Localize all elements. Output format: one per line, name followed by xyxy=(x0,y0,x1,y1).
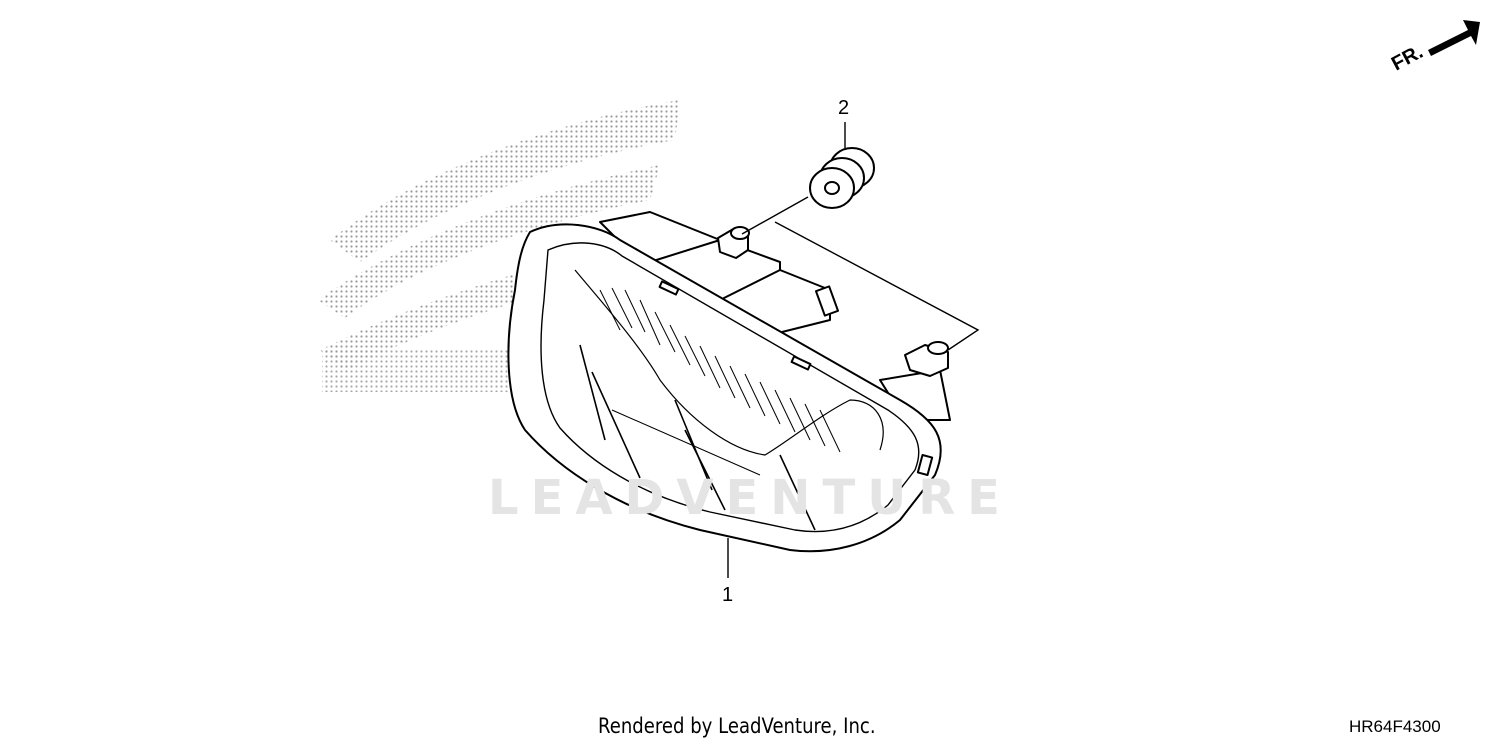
grommet xyxy=(809,147,875,209)
leader-lines xyxy=(727,122,980,578)
callout-1: 1 xyxy=(722,584,734,606)
footer-credit: Rendered by LeadVenture, Inc. xyxy=(598,714,876,738)
diagram-code: HR64F4300 xyxy=(1349,717,1441,736)
front-direction-arrow-icon xyxy=(1428,20,1480,56)
callout-2: 2 xyxy=(838,97,850,119)
leadventure-watermark: LEADVENTURE xyxy=(488,470,1012,526)
taillight-assembly xyxy=(507,211,951,553)
